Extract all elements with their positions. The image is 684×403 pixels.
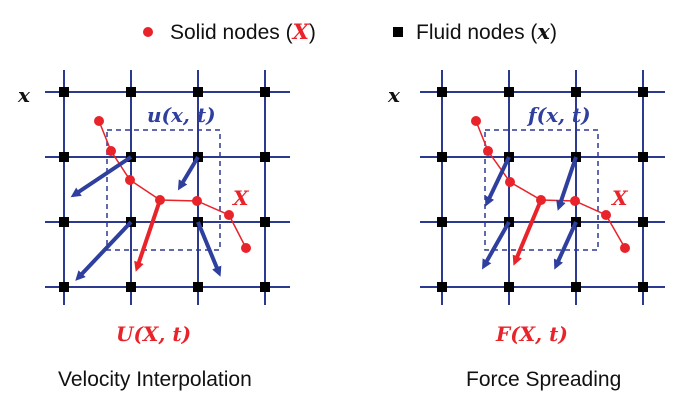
legend-fluid-node-marker [393, 27, 403, 37]
axis-label-left: x [17, 83, 31, 107]
fluid-velocity-arrows-left [70, 155, 222, 281]
solid-force-arrow-right [512, 199, 543, 266]
fluid-grid-right [420, 70, 665, 305]
legend: Solid nodes (X) Fluid nodes (x) [143, 19, 557, 44]
interpolated-label-left: U(X, t) [116, 322, 191, 346]
interpolation-window-left [106, 129, 221, 251]
caption-left: Velocity Interpolation [58, 368, 252, 391]
spread-label-right: F(X, t) [495, 322, 568, 346]
solid-boundary-right [475, 120, 626, 249]
solid-node-label-right: X [610, 186, 629, 210]
panel-velocity-interpolation: x u(x, t) X U(X, t) Velocity Interpolati… [17, 70, 290, 391]
solid-nodes-left [94, 116, 251, 253]
legend-solid-label: Solid nodes (X) [170, 19, 316, 44]
fluid-force-arrows-right [482, 156, 578, 270]
caption-right: Force Spreading [466, 368, 621, 391]
spreading-window-right [484, 129, 599, 251]
solid-velocity-arrow-left [134, 199, 162, 272]
field-label-left: u(x, t) [147, 103, 216, 127]
axis-label-right: x [387, 83, 401, 107]
solid-node-label-left: X [231, 186, 250, 210]
fluid-grid-left [45, 70, 290, 305]
panel-force-spreading: x f(x, t) X F(X, t) Force Spreading [387, 70, 665, 391]
solid-boundary-left [98, 120, 247, 249]
legend-solid-node-marker [143, 27, 153, 37]
field-label-right: f(x, t) [526, 103, 591, 127]
legend-fluid-label: Fluid nodes (x) [416, 19, 557, 44]
